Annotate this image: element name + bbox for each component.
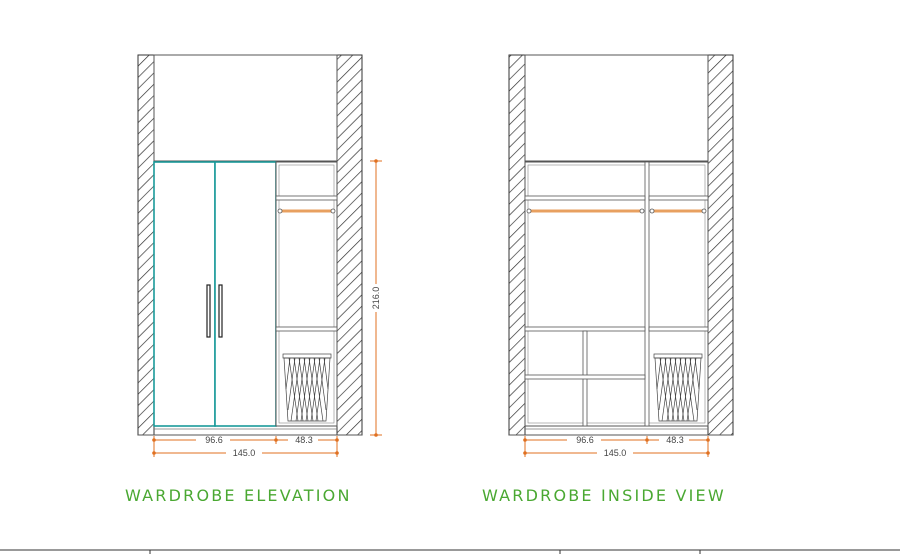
inside-cubby-shelf xyxy=(524,374,646,380)
elevation-left-wall xyxy=(137,54,155,436)
elevation-total-width-label: 145.0 xyxy=(233,448,256,458)
elevation-left-width-label: 96.6 xyxy=(205,435,223,445)
inside-right-wall xyxy=(707,54,734,436)
elevation-height-dimension: 216.0 xyxy=(370,159,382,437)
inside-view-title: WARDROBE INSIDE VIEW xyxy=(482,486,726,505)
inside-total-width-label: 145.0 xyxy=(604,448,627,458)
elevation-top-shelf xyxy=(275,195,338,201)
elevation-right-handle xyxy=(218,284,223,338)
elevation-left-door xyxy=(153,161,216,427)
inside-right-top-shelf xyxy=(648,195,709,201)
elevation-right-width-label: 48.3 xyxy=(295,435,313,445)
inside-view: 96.6 48.3 145.0 xyxy=(508,54,734,458)
elevation-loft xyxy=(153,54,338,162)
elevation-view: 216.0 96.6 48.3 145.0 xyxy=(137,54,382,458)
inside-laundry-basket xyxy=(653,353,703,422)
elevation-laundry-basket xyxy=(282,353,332,422)
inside-carcass xyxy=(524,161,709,427)
elevation-width-dimensions: 96.6 48.3 145.0 xyxy=(152,435,339,458)
inside-left-lower-shelf xyxy=(524,326,646,332)
inside-partition xyxy=(644,161,650,427)
inside-left-width-label: 96.6 xyxy=(576,435,594,445)
elevation-height-label: 216.0 xyxy=(371,287,381,310)
elevation-right-door xyxy=(214,161,277,427)
elevation-title: WARDROBE ELEVATION xyxy=(125,486,352,505)
inside-left-wall xyxy=(508,54,526,436)
inside-loft xyxy=(524,54,709,162)
elevation-right-wall xyxy=(336,54,363,436)
inside-left-top-shelf xyxy=(524,195,646,201)
elevation-middle-shelf xyxy=(275,326,338,332)
elevation-left-handle xyxy=(206,284,211,338)
inside-right-lower-shelf xyxy=(648,326,709,332)
inside-right-width-label: 48.3 xyxy=(666,435,684,445)
inside-width-dimensions: 96.6 48.3 145.0 xyxy=(523,435,710,458)
